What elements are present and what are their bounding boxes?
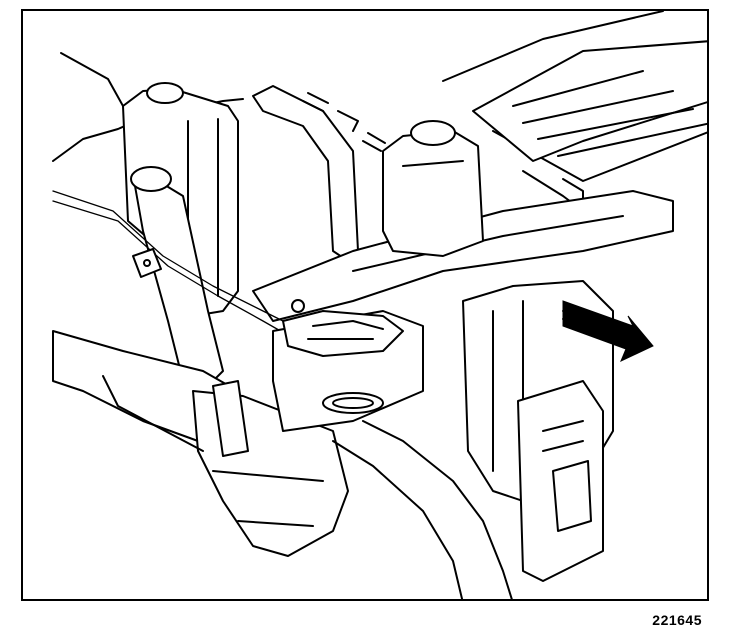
airflow-arrow-icon xyxy=(562,300,654,363)
illustration-frame xyxy=(21,9,709,601)
engine-compartment-illustration xyxy=(52,11,707,599)
figure-reference-number: 221645 xyxy=(652,612,702,628)
oval-slot-inner xyxy=(332,397,374,409)
oval-slot xyxy=(322,392,384,414)
harness-line-2 xyxy=(52,200,299,342)
reservoir-ridge xyxy=(402,160,464,167)
frame-rail-ribs xyxy=(512,70,707,157)
bracket-slot xyxy=(542,420,584,452)
secondary-reservoir-cap xyxy=(410,120,456,146)
arrow-hatch xyxy=(562,310,624,342)
hose-fitting-1 xyxy=(302,92,329,112)
hood-latch xyxy=(282,310,404,357)
hold-down-clamp xyxy=(212,380,249,457)
coolant-reservoir-cap xyxy=(146,82,184,104)
clamp-leader xyxy=(102,375,204,452)
lower-floor-line xyxy=(362,420,513,599)
hose-fitting-2 xyxy=(337,110,359,132)
hose-fitting-3 xyxy=(362,132,386,152)
leader-line xyxy=(60,52,124,107)
latch-bolt xyxy=(291,299,305,313)
bracket-bolt-hole xyxy=(143,259,151,267)
frame-rail-channel xyxy=(472,40,707,162)
washer-filler-cap xyxy=(130,166,172,192)
brace-detail xyxy=(352,215,624,272)
secondary-reservoir xyxy=(382,130,484,257)
lower-floor-line-2 xyxy=(332,440,464,599)
bracket-window xyxy=(552,460,592,532)
frame-rail-right xyxy=(442,11,664,82)
latch-detail xyxy=(307,320,384,340)
mounting-bracket xyxy=(132,248,162,278)
washer-reservoir-seam xyxy=(212,470,324,527)
